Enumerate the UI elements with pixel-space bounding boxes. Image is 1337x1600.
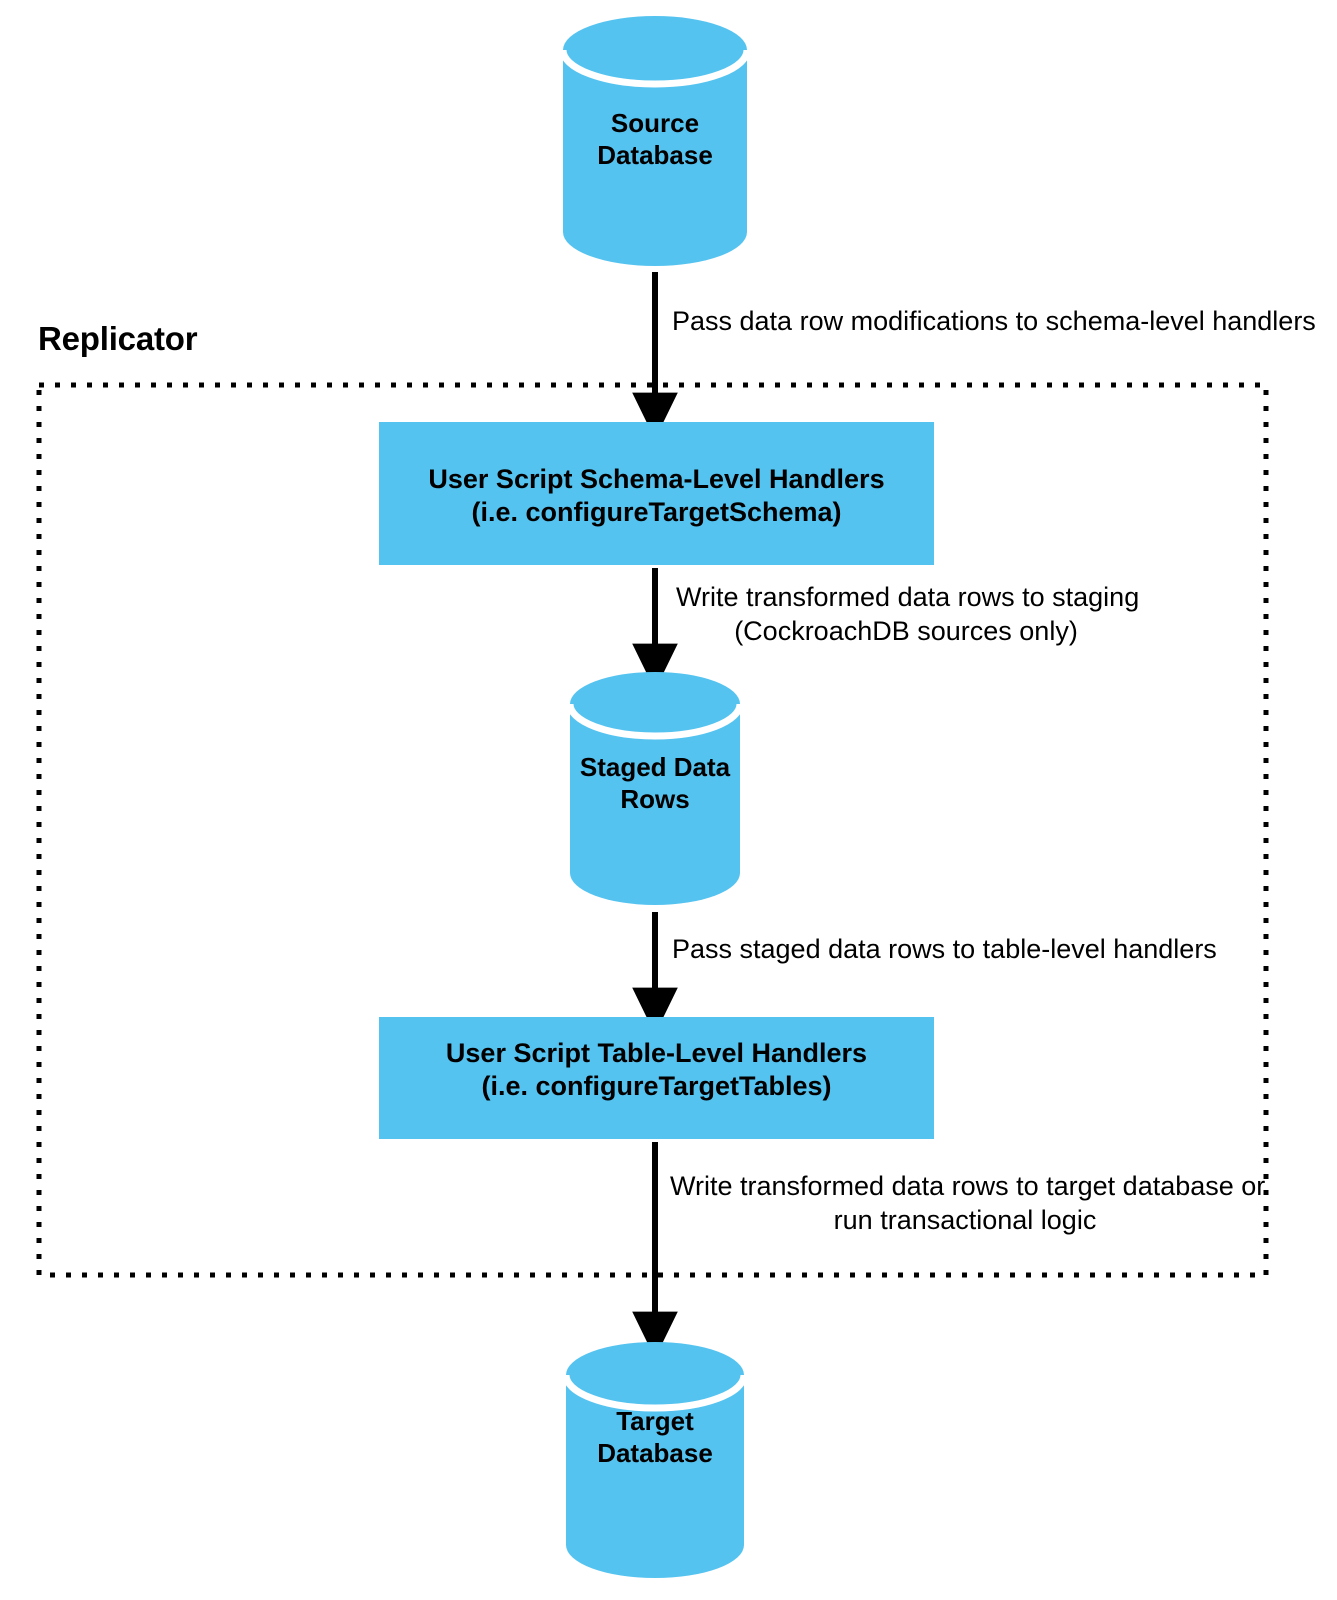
edge-staging-to-table-handlers-label: Pass staged data rows to table-level han… — [672, 934, 1217, 964]
source-database-shape — [559, 16, 751, 266]
edge-schema-handlers-to-staging-label-line2: (CockroachDB sources only) — [734, 616, 1078, 646]
edge-source-to-schema-handlers-label: Pass data row modifications to schema-le… — [672, 306, 1316, 336]
target-database-shape — [562, 1342, 748, 1578]
edge-schema-handlers-to-staging-label-line1: Write transformed data rows to staging — [676, 582, 1140, 612]
edge-table-handlers-to-target-label-line1: Write transformed data rows to target da… — [670, 1171, 1266, 1201]
staged-data-rows-shape — [566, 672, 744, 905]
edge-table-handlers-to-target-label-line2: run transactional logic — [833, 1205, 1097, 1235]
table-level-handlers-shape — [379, 1017, 934, 1139]
replicator-group-title: Replicator — [38, 320, 198, 357]
schema-level-handlers-shape — [379, 422, 934, 565]
